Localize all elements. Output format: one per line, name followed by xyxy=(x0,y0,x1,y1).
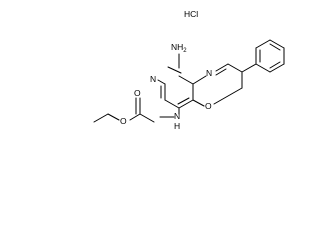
bond xyxy=(255,63,271,73)
bond xyxy=(241,63,257,73)
bond xyxy=(167,66,182,74)
carbamate-nitrogen: N xyxy=(174,111,180,121)
bond xyxy=(164,99,180,109)
bond xyxy=(192,99,205,107)
atom-labels: NH2 N N N H O O O xyxy=(120,42,212,131)
bond xyxy=(269,63,285,73)
bond xyxy=(255,39,271,49)
bond xyxy=(93,113,109,123)
carbamate-nitrogen-hydrogen: H xyxy=(174,121,180,131)
bond xyxy=(139,113,155,123)
bond xyxy=(215,63,229,72)
bond xyxy=(177,97,190,105)
bond xyxy=(269,61,281,69)
bond xyxy=(215,68,227,76)
chemical-structure: HCl xyxy=(93,9,285,131)
bond xyxy=(129,113,141,121)
ester-oxygen: O xyxy=(120,116,127,126)
bond xyxy=(269,43,281,51)
carbonyl-oxygen: O xyxy=(134,88,141,98)
bond xyxy=(178,75,194,85)
bond xyxy=(192,75,207,85)
bond xyxy=(157,79,166,85)
ring-nitrogen-lower: N xyxy=(150,74,156,84)
amine-label: NH2 xyxy=(171,42,187,54)
bond xyxy=(178,99,194,109)
bond xyxy=(269,39,285,49)
ring-oxygen: O xyxy=(205,101,212,111)
bond xyxy=(107,113,120,121)
bond xyxy=(227,63,243,73)
bond-lines xyxy=(93,39,285,123)
ring-nitrogen-upper: N xyxy=(206,68,212,78)
hcl-label: HCl xyxy=(184,9,198,19)
bond xyxy=(213,87,243,105)
